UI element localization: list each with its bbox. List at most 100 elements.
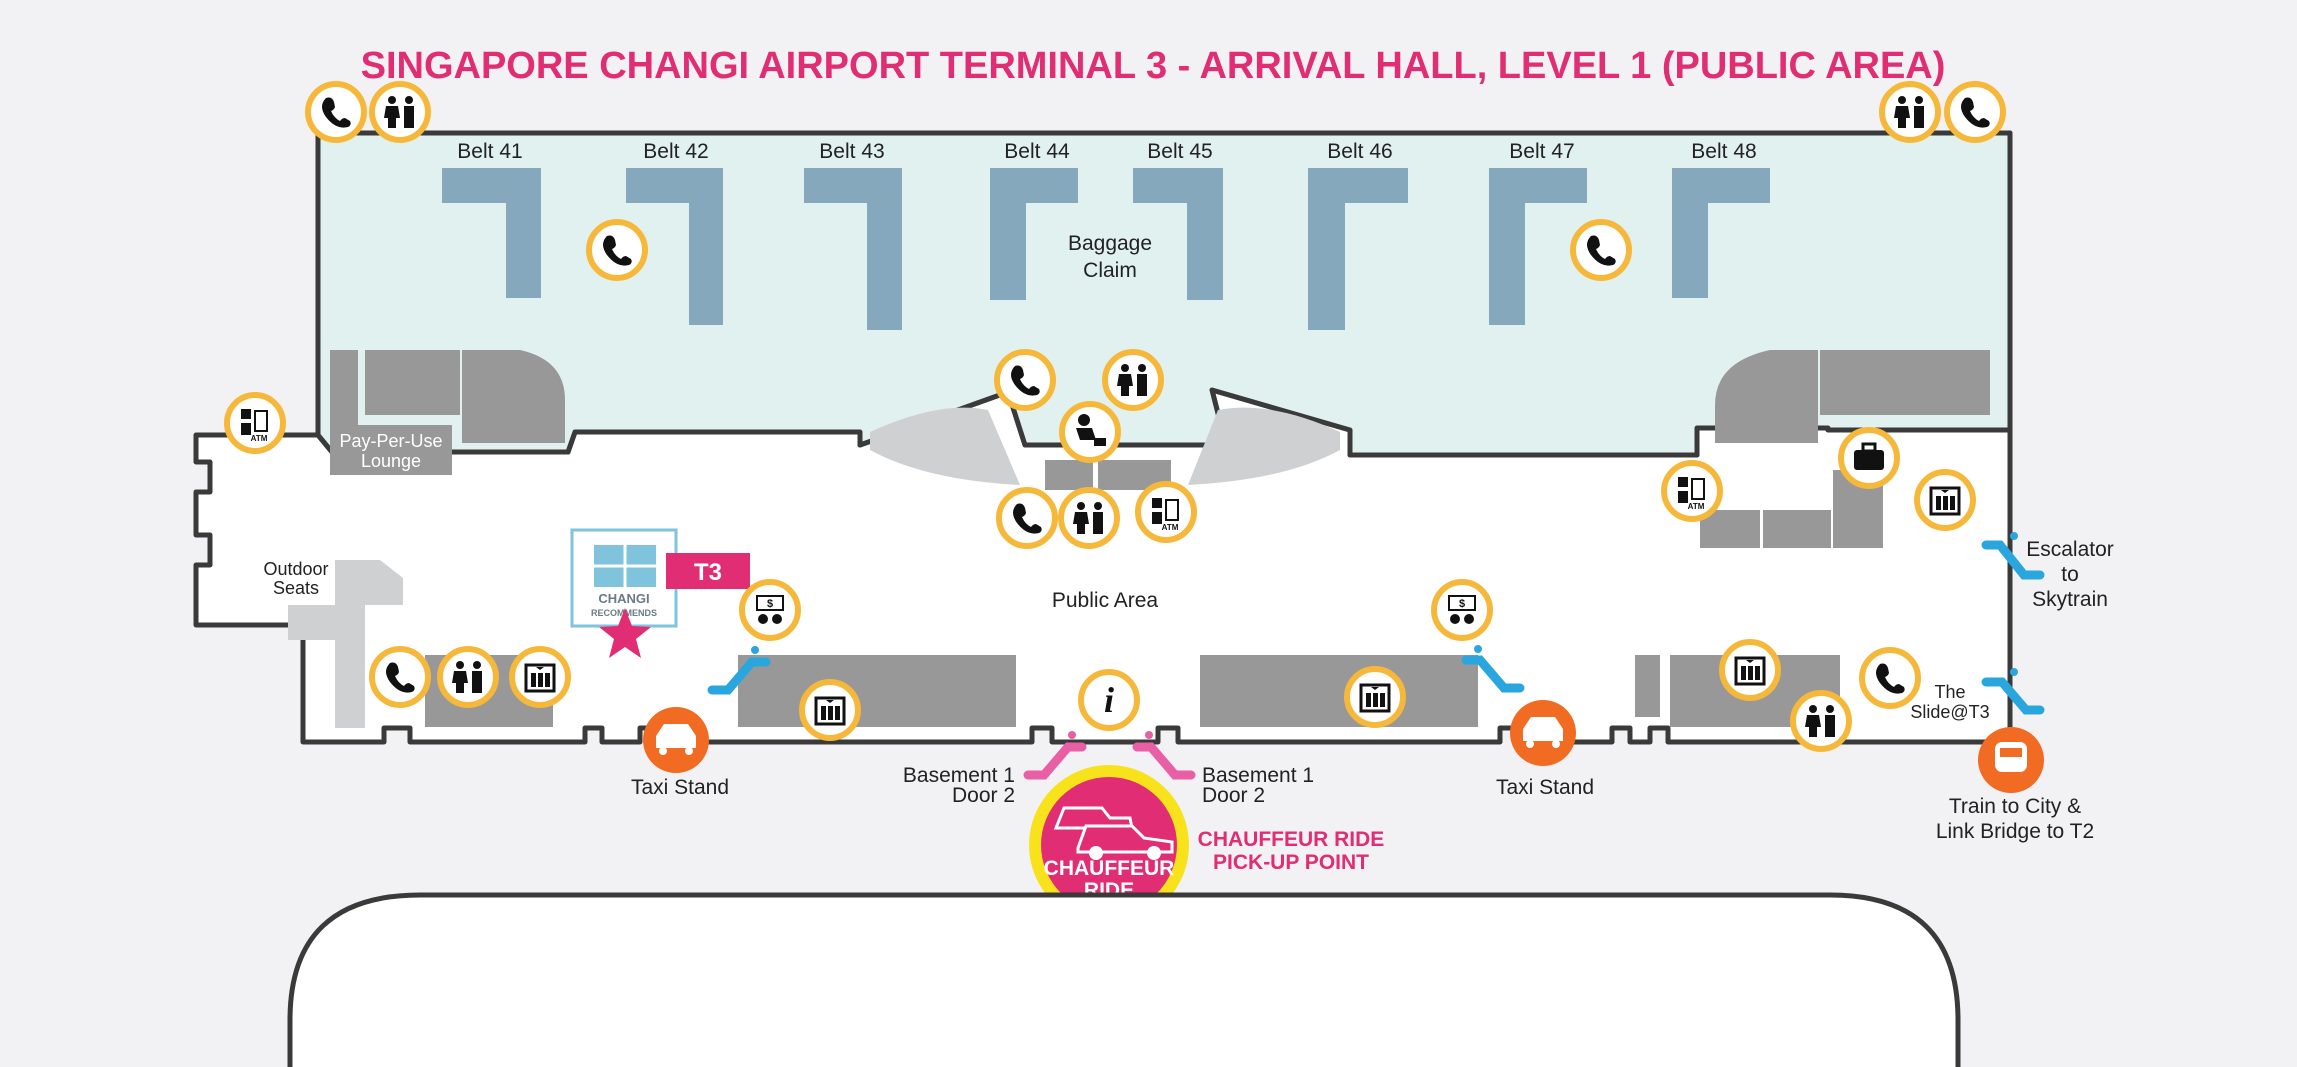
belt-42-label: Belt 42	[643, 140, 708, 163]
phone-icon	[994, 349, 1056, 411]
belt-43-label: Belt 43	[819, 140, 884, 163]
shop-block-upper-right-2	[1715, 350, 1818, 443]
phone-icon	[586, 219, 648, 281]
escalator-skytrain-label-1: Escalator	[2026, 538, 2114, 561]
atm-icon-text: ATM	[1688, 502, 1705, 511]
slide-label-1: The	[1934, 682, 1965, 702]
road-pickup-lane	[287, 892, 1961, 1067]
atm-icon: ATM	[1135, 481, 1197, 543]
phone-icon	[1859, 647, 1921, 709]
escalator-skytrain-label-2: to	[2061, 563, 2079, 586]
info-glyph: i	[1104, 680, 1114, 720]
lift-icon	[1914, 469, 1976, 531]
escalator-skytrain-icon	[1981, 532, 2045, 580]
money-changer-icon: $	[1431, 579, 1493, 641]
restroom-icon	[1058, 487, 1120, 549]
phone-icon	[996, 487, 1058, 549]
phone-icon	[1944, 81, 2006, 143]
basement-right-label-1: Basement 1	[1202, 764, 1314, 787]
basement-left-label-2: Door 2	[952, 784, 1015, 807]
gift-ribbon-icon	[594, 545, 656, 587]
belt-47-shape	[1489, 168, 1587, 325]
belt-43-shape	[804, 168, 902, 330]
lift-icon	[1719, 639, 1781, 701]
currency-symbol: $	[1459, 598, 1465, 610]
baggage-claim-label-1: Baggage	[1068, 232, 1152, 255]
lift-icon	[1344, 666, 1406, 728]
basement-right-label-2: Door 2	[1202, 784, 1265, 807]
escalator-left-icon	[707, 646, 771, 695]
belt-46-label: Belt 46	[1327, 140, 1392, 163]
atm-icon-text: ATM	[251, 434, 268, 443]
restroom-icon	[369, 81, 431, 143]
taxi-stand-left: Taxi Stand	[631, 707, 729, 799]
belt-labels: Belt 41 Belt 42 Belt 43 Belt 44 Belt 45 …	[457, 140, 1756, 163]
belt-45-label: Belt 45	[1147, 140, 1212, 163]
train-label-1: Train to City &	[1949, 795, 2081, 818]
atm-icon-text: ATM	[1162, 523, 1179, 532]
outdoor-seats-area	[288, 560, 403, 728]
train-station: Train to City & Link Bridge to T2	[1936, 727, 2094, 843]
phone-icon	[305, 81, 367, 143]
information-icon: i	[1078, 669, 1140, 731]
shop-block-right-1	[1833, 470, 1883, 548]
baggage-storage-icon	[1838, 427, 1900, 489]
outdoor-seats-label-1: Outdoor	[263, 559, 328, 579]
car-icon	[1053, 806, 1174, 860]
phone-icon	[1570, 219, 1632, 281]
escalator-right-icon	[1461, 645, 1525, 693]
chauffeur-pickup-label-2: PICK-UP POINT	[1213, 851, 1369, 874]
currency-symbol: $	[767, 598, 773, 610]
baby-care-icon	[1059, 401, 1121, 463]
shop-block-bottom-3	[1200, 655, 1478, 727]
map-title: SINGAPORE CHANGI AIRPORT TERMINAL 3 - AR…	[361, 45, 1946, 87]
terminal-badge	[666, 553, 750, 589]
atm-icon: ATM	[1661, 460, 1723, 522]
belt-48-label: Belt 48	[1691, 140, 1756, 163]
logo-text-1: CHANGI	[598, 591, 649, 606]
belt-47-label: Belt 47	[1509, 140, 1574, 163]
belt-41-label: Belt 41	[457, 140, 522, 163]
shop-block-bottom-2	[738, 655, 1016, 727]
taxi-stand-left-label: Taxi Stand	[631, 776, 729, 799]
shop-block-bottom-4	[1635, 655, 1660, 717]
shop-block-right-2	[1700, 510, 1760, 548]
train-label-2: Link Bridge to T2	[1936, 820, 2094, 843]
shop-block-right-3	[1763, 510, 1831, 548]
phone-icon	[369, 646, 431, 708]
lift-icon	[799, 679, 861, 741]
baggage-claim-label-2: Claim	[1083, 259, 1137, 282]
slide-escalator-icon	[1981, 668, 2045, 715]
belt-41-shape	[442, 168, 541, 298]
star-icon	[599, 608, 651, 658]
outdoor-seats-label-2: Seats	[273, 578, 319, 598]
basement-escalator-left-icon	[1023, 731, 1087, 780]
basement-left-label-1: Basement 1	[903, 764, 1015, 787]
shop-block-upper-right-1	[1820, 350, 1990, 415]
chauffeur-label-1: CHAUFFEUR	[1044, 857, 1175, 880]
basement-escalator-right-icon	[1132, 731, 1196, 780]
slide-label-2: Slide@T3	[1910, 702, 1989, 722]
pay-per-use-lounge	[330, 425, 452, 475]
terminal-badge-label: T3	[694, 559, 722, 586]
taxi-stand-right-label: Taxi Stand	[1496, 776, 1594, 799]
shop-block-upper-left-2	[462, 350, 565, 443]
restroom-icon	[1790, 690, 1852, 752]
central-island-left	[870, 407, 1020, 485]
escalator-skytrain-label-3: Skytrain	[2032, 588, 2108, 611]
shop-block-upper-left-1	[365, 350, 460, 415]
money-changer-icon: $	[739, 579, 801, 641]
restroom-icon	[437, 646, 499, 708]
lounge-label-1: Pay-Per-Use	[339, 431, 442, 451]
belt-44-label: Belt 44	[1004, 140, 1070, 163]
public-area-label: Public Area	[1052, 589, 1159, 612]
central-kiosk-1	[1045, 460, 1093, 490]
belt-45-shape	[1133, 168, 1223, 300]
restroom-icon	[1102, 349, 1164, 411]
central-island-right	[1188, 407, 1340, 485]
belt-44-shape	[990, 168, 1078, 300]
chauffeur-pickup-label-1: CHAUFFEUR RIDE	[1198, 828, 1385, 851]
shop-block-upper-left-3	[330, 350, 358, 435]
belt-42-shape	[626, 168, 723, 325]
